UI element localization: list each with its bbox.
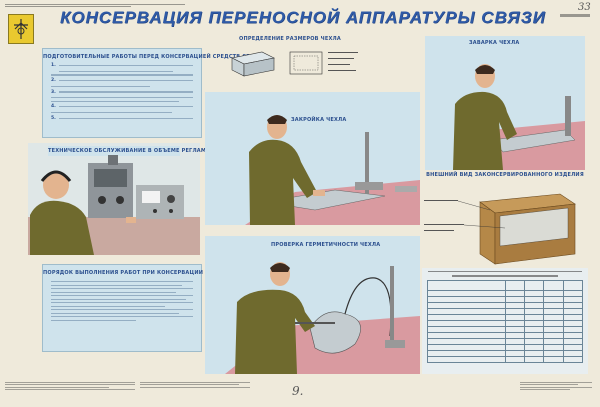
footer-left-notes [5,380,135,392]
footer-mid-notes [140,380,250,389]
prep-num-3: 3. [51,89,56,95]
prep-caption: ПОДГОТОВИТЕЛЬНЫЕ РАБОТЫ ПЕРЕД КОНСЕРВАЦИ… [43,54,263,60]
weld-scene: ЗАВАРКА ЧЕХЛА [425,36,585,170]
prep-num-1: 1. [51,63,56,69]
weld-caption: ЗАВАРКА ЧЕХЛА [469,40,520,46]
seal-caption: ПРОВЕРКА ГЕРМЕТИЧНОСТИ ЧЕХЛА [265,241,387,249]
seal-scene: ПРОВЕРКА ГЕРМЕТИЧНОСТИ ЧЕХЛА [205,236,420,374]
prep-num-4: 4. [51,104,56,110]
view-caption: ВНЕШНИЙ ВИД ЗАКОНСЕРВИРОВАННОГО ИЗДЕЛИЯ [426,172,584,178]
materials-table [422,268,588,374]
top-note-strip [5,3,185,8]
prep-panel: ПОДГОТОВИТЕЛЬНЫЕ РАБОТЫ ПЕРЕД КОНСЕРВАЦИ… [42,48,263,138]
soldier-uniform [249,139,317,225]
view-panel: ВНЕШНИЙ ВИД ЗАКОНСЕРВИРОВАННОГО ИЗДЕЛИЯ [420,170,590,266]
headset-icon [40,170,72,182]
size-caption: ОПРЕДЕЛЕНИЕ РАЗМЕРОВ ЧЕХЛА [239,36,341,42]
size-panel: ОПРЕДЕЛЕНИЕ РАЗМЕРОВ ЧЕХЛА [210,36,370,86]
cut-scene: ЗАКРОЙКА ЧЕХЛА [205,92,420,225]
poster-code-mark [560,14,590,17]
prep-num-5: 5. [51,115,56,121]
prep-num-2: 2. [51,78,56,84]
operator-head [43,171,69,199]
bottom-handwritten-mark: 9. [292,384,304,398]
cut-caption: ЗАКРОЙКА ЧЕХЛА [285,116,353,124]
maintenance-caption: ТЕХНИЧЕСКОЕ ОБСЛУЖИВАНИЕ В ОБЪЕМЕ РЕГЛАМ… [48,146,234,156]
soldier-uniform [453,91,517,170]
welding-stand [365,132,369,194]
soldier-uniform [235,289,315,374]
order-panel: ПОРЯДОК ВЫПОЛНЕНИЯ РАБОТ ПРИ КОНСЕРВАЦИИ [42,264,204,352]
operator-uniform [30,200,94,255]
footer-right-notes [520,380,592,392]
order-caption: ПОРЯДОК ВЫПОЛНЕНИЯ РАБОТ ПРИ КОНСЕРВАЦИИ [43,270,204,276]
sealed-cover [499,207,569,247]
materials-table-grid [427,279,584,363]
poster-title: КОНСЕРВАЦИЯ ПЕРЕНОСНОЙ АППАРАТУРЫ СВЯЗИ [60,8,546,27]
corner-handwritten-mark: 33 [578,2,591,13]
signal-corps-emblem-icon [8,14,34,44]
maintenance-scene: ТЕХНИЧЕСКОЕ ОБСЛУЖИВАНИЕ В ОБЪЕМЕ РЕГЛАМ… [28,143,234,255]
